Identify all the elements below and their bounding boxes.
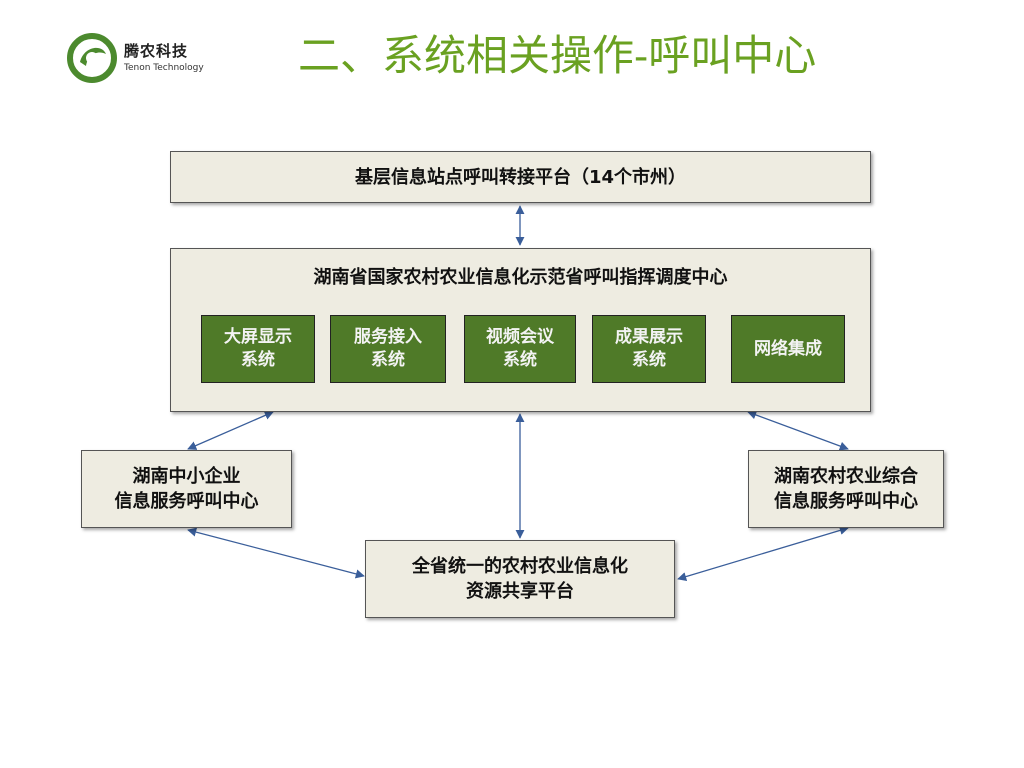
system-achievement-display: 成果展示 系统 <box>592 315 706 383</box>
top-box-transfer-platform: 基层信息站点呼叫转接平台（14个市州） <box>170 151 871 203</box>
leaf-logo-icon <box>67 33 117 83</box>
arrow-center-right <box>747 410 849 451</box>
company-logo: 腾农科技 Tenon Technology <box>66 32 226 88</box>
arrow-left-bottom <box>187 527 365 579</box>
system-large-screen: 大屏显示 系统 <box>201 315 315 383</box>
system-service-access: 服务接入 系统 <box>330 315 446 383</box>
right-box-label: 湖南农村农业综合 信息服务呼叫中心 <box>774 466 918 512</box>
logo-company-name: 腾农科技 <box>124 42 189 60</box>
left-box-sme-call-center: 湖南中小企业 信息服务呼叫中心 <box>81 450 292 528</box>
system-network-integration: 网络集成 <box>731 315 845 383</box>
center-box-title: 湖南省国家农村农业信息化示范省呼叫指挥调度中心 <box>313 267 728 288</box>
logo-company-subtitle: Tenon Technology <box>124 63 204 73</box>
bottom-box-resource-platform: 全省统一的农村农业信息化 资源共享平台 <box>365 540 675 618</box>
right-box-rural-call-center: 湖南农村农业综合 信息服务呼叫中心 <box>748 450 944 528</box>
left-box-label: 湖南中小企业 信息服务呼叫中心 <box>114 466 259 512</box>
system-video-conference: 视频会议 系统 <box>464 315 576 383</box>
arrow-center-left <box>187 411 274 450</box>
top-box-label: 基层信息站点呼叫转接平台（14个市州） <box>354 166 687 188</box>
bottom-box-label: 全省统一的农村农业信息化 资源共享平台 <box>412 556 628 602</box>
arrow-right-bottom <box>677 525 849 582</box>
page-title: 二、系统相关操作-呼叫中心 <box>298 31 817 80</box>
